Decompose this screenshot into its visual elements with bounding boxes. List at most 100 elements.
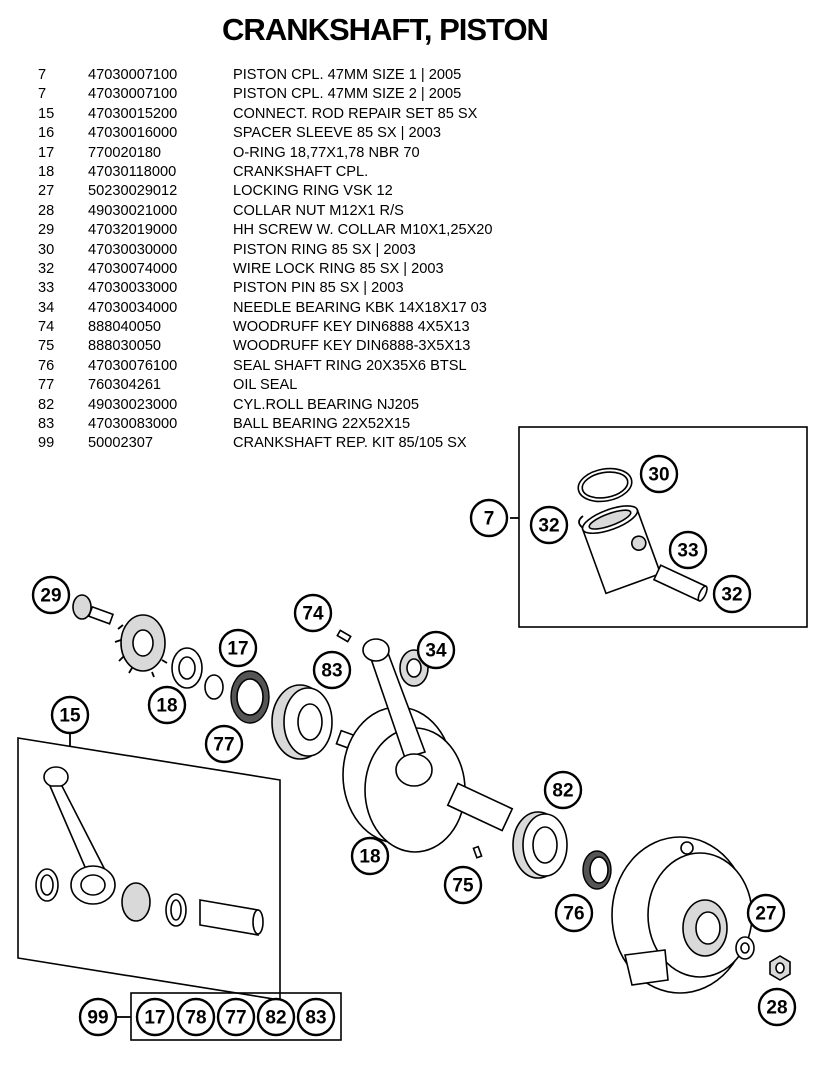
part-description: CRANKSHAFT REP. KIT 85/105 SX (233, 435, 467, 452)
oil-seal (230, 670, 270, 724)
part-number: 47030074000 (88, 260, 178, 277)
part-description: SPACER SLEEVE 85 SX | 2003 (233, 125, 441, 142)
part-number: 47030016000 (88, 125, 178, 142)
part-row: 82 49030023000 CYL.ROLL BEARING NJ205 (38, 396, 493, 415)
svg-text:32: 32 (538, 516, 559, 537)
part-number: 47030007100 (88, 67, 178, 83)
callout-27: 27 (746, 893, 786, 933)
piston-pin (652, 564, 708, 602)
svg-text:27: 27 (755, 904, 776, 925)
callout-83: 83 (312, 650, 352, 690)
part-number: 47030033000 (88, 280, 178, 297)
part-description: PISTON RING 85 SX | 2003 (233, 241, 416, 258)
part-row: 32 47030074000 WIRE LOCK RING 85 SX | 2003 (38, 260, 493, 279)
wire-lock-ring-left (578, 515, 584, 529)
svg-text:77: 77 (225, 1008, 246, 1029)
svg-text:33: 33 (677, 541, 698, 562)
svg-text:76: 76 (563, 904, 584, 925)
part-description: CYL.ROLL BEARING NJ205 (233, 396, 420, 413)
kit-item-82: 82 (256, 997, 296, 1037)
kit-item-77: 77 (216, 997, 256, 1037)
part-number: 760304261 (88, 377, 162, 394)
locking-ring (735, 936, 755, 960)
part-number: 49030021000 (88, 202, 178, 219)
callout-76: 76 (554, 893, 594, 933)
part-row: 16 47030016000 SPACER SLEEVE 85 SX | 2003 (38, 124, 493, 143)
callout-75: 75 (443, 865, 483, 905)
part-number: 47030083000 (88, 416, 178, 433)
page-title: CRANKSHAFT, PISTON (222, 12, 549, 47)
part-description: CRANKSHAFT CPL. (233, 163, 369, 180)
part-number: 47030015200 (88, 105, 178, 122)
part-description: PISTON CPL. 47MM SIZE 1 | 2005 (233, 67, 462, 83)
part-position: 74 (38, 319, 55, 336)
part-description: O-RING 18,77X1,78 NBR 70 (233, 144, 420, 161)
part-description: WIRE LOCK RING 85 SX | 2003 (233, 260, 444, 277)
part-number: 888030050 (88, 338, 162, 355)
part-description: CONNECT. ROD REPAIR SET 85 SX (233, 105, 478, 122)
part-position: 83 (38, 416, 55, 433)
callout-82: 82 (543, 770, 583, 810)
gear (114, 614, 168, 678)
part-number: 47030007100 (88, 86, 178, 103)
svg-text:78: 78 (185, 1008, 206, 1029)
ball-bearing (271, 684, 333, 760)
part-position: 82 (38, 396, 55, 413)
svg-text:82: 82 (265, 1008, 286, 1029)
callout-99: 99 (78, 997, 118, 1037)
callout-74: 74 (293, 593, 333, 633)
spacer-sleeve (171, 647, 203, 689)
part-position: 15 (38, 105, 55, 122)
part-position: 32 (38, 260, 55, 277)
part-number: 50230029012 (88, 183, 178, 200)
svg-text:15: 15 (59, 706, 81, 727)
callout-7: 7 (469, 498, 509, 538)
callout-28: 28 (757, 987, 797, 1027)
crankshaft (335, 638, 514, 853)
woodruff-key-75 (472, 845, 483, 859)
svg-text:18: 18 (359, 847, 380, 868)
part-number: 770020180 (88, 144, 162, 161)
part-description: LOCKING RING VSK 12 (233, 183, 393, 200)
part-number: 47030034000 (88, 299, 178, 316)
hh-screw (72, 594, 115, 625)
part-description: BALL BEARING 22X52X15 (233, 416, 411, 433)
seal-shaft-ring (582, 850, 612, 890)
callout-29: 29 (31, 575, 71, 615)
part-description: WOODRUFF KEY DIN6888-3X5X13 (233, 338, 471, 355)
collar-nut (769, 955, 791, 981)
callout-18-upper: 18 (147, 685, 187, 725)
svg-text:77: 77 (213, 735, 234, 756)
part-position: 17 (38, 144, 55, 161)
part-row: 83 47030083000 BALL BEARING 22X52X15 (38, 415, 493, 434)
svg-text:28: 28 (766, 998, 787, 1019)
crank-pin (199, 899, 264, 936)
svg-text:7: 7 (484, 509, 495, 530)
part-number: 49030023000 (88, 396, 178, 413)
cyl-roll-bearing (512, 811, 568, 879)
svg-text:74: 74 (302, 604, 324, 625)
svg-text:18: 18 (156, 696, 177, 717)
part-position: 77 (38, 377, 55, 394)
svg-text:29: 29 (40, 586, 61, 607)
part-position: 16 (38, 125, 55, 142)
part-number: 47030076100 (88, 357, 178, 374)
part-description: COLLAR NUT M12X1 R/S (233, 202, 404, 219)
callout-32-right: 32 (712, 574, 752, 614)
part-position: 30 (38, 241, 55, 258)
part-number: 47030118000 (88, 163, 177, 180)
part-position: 33 (38, 280, 55, 297)
callout-15: 15 (50, 695, 90, 735)
svg-text:32: 32 (721, 585, 742, 606)
